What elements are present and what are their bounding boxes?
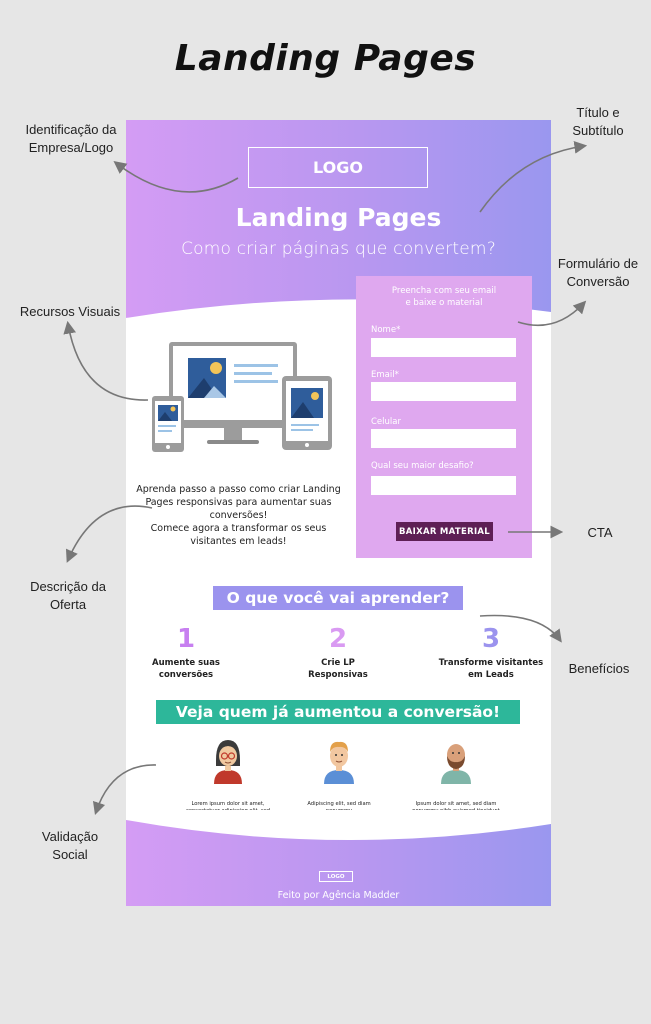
form-label-email: Email*	[371, 370, 399, 380]
form-input-phone[interactable]	[371, 429, 516, 448]
smartphone-icon	[152, 396, 184, 452]
responsive-devices-illustration	[152, 342, 332, 452]
hero-subtitle: Como criar páginas que convertem?	[181, 239, 496, 259]
logo-placeholder[interactable]: LOGO	[248, 147, 428, 188]
form-input-challenge[interactable]	[371, 476, 516, 495]
form-input-name[interactable]	[371, 338, 516, 357]
benefit-number: 1	[176, 624, 196, 654]
benefit-number: 3	[481, 624, 501, 654]
footer-credit: Feito por Agência Madder	[277, 890, 400, 901]
annotation-visuals: Recursos Visuais	[19, 304, 121, 319]
form-label-name: Nome*	[371, 325, 401, 335]
cta-button[interactable]: BAIXAR MATERIAL	[396, 522, 493, 541]
man-avatar-icon	[324, 741, 354, 784]
form-label-phone: Celular	[371, 417, 401, 427]
bearded-man-avatar-icon	[441, 744, 471, 784]
woman-avatar-icon	[214, 740, 242, 784]
footer-curve	[126, 810, 551, 841]
monitor-icon	[169, 342, 297, 444]
landing-page-mockup: LOGO Landing Pages Como criar páginas qu…	[126, 120, 551, 906]
social-proof-heading: Veja quem já aumentou a conversão!	[156, 700, 520, 724]
benefit-number: 2	[328, 624, 348, 654]
annotation-benefits: Benefícios	[568, 661, 630, 676]
offer-description: Aprenda passo a passo como criar Landing…	[136, 484, 341, 548]
footer-logo[interactable]: LOGO	[319, 871, 353, 882]
learn-heading: O que você vai aprender?	[213, 586, 463, 610]
page-title: Landing Pages	[174, 38, 477, 79]
form-input-email[interactable]	[371, 382, 516, 401]
form-label-challenge: Qual seu maior desafio?	[371, 461, 474, 471]
tablet-icon	[282, 376, 332, 450]
annotation-cta: CTA	[587, 525, 613, 540]
hero-title: Landing Pages	[235, 203, 442, 232]
